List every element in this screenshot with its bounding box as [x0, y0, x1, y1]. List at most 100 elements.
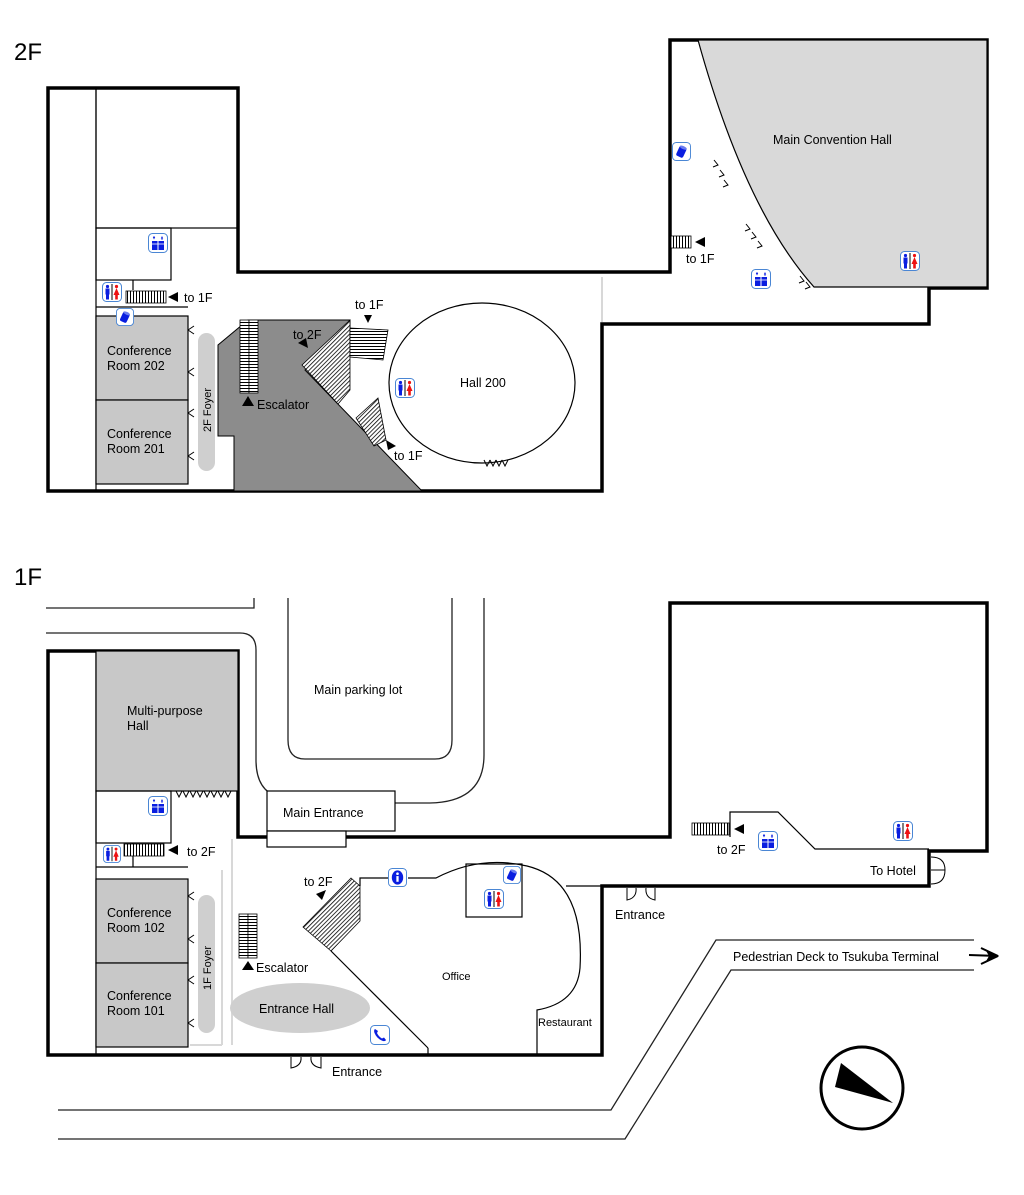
conference-room-102-label: Conference	[107, 906, 172, 920]
trash-can-icon	[672, 142, 691, 161]
foyer-2f-label: 2F Foyer	[202, 388, 214, 432]
main-convention-hall[interactable]	[697, 39, 988, 288]
main-convention-hall-label: Main Convention Hall	[773, 133, 892, 147]
arrow-to-1f-icon	[386, 440, 396, 450]
main-entrance-label: Main Entrance	[283, 806, 364, 820]
escalator-up-arrow-icon	[242, 961, 254, 970]
room-unnamed-2f	[95, 87, 239, 229]
elevator-icon	[758, 831, 778, 851]
stairs-2f-top-to-1f[interactable]	[349, 327, 389, 361]
building-outline-1f	[46, 601, 989, 1057]
main-entrance-canopy	[266, 830, 347, 848]
north-arrow-compass-icon	[819, 1045, 905, 1131]
restroom-icon	[395, 378, 415, 398]
to-2f-label-escalator: to 2F	[304, 875, 333, 889]
doors-main-convention-hall	[712, 159, 811, 290]
restroom-icon	[893, 821, 913, 841]
doors-conference-2f	[187, 325, 195, 461]
door-entrance-bottom[interactable]	[290, 1056, 322, 1069]
restroom-icon	[101, 282, 123, 302]
escalator-2f-left[interactable]	[239, 319, 250, 394]
trash-can-icon	[116, 308, 134, 326]
escalator-2f-right[interactable]	[248, 319, 259, 394]
doors-conference-1f	[187, 891, 195, 1028]
floor-label-1f: 1F	[14, 564, 42, 591]
elevator-icon	[148, 796, 168, 816]
conference-room-202-number: Room 202	[107, 359, 165, 373]
stairs-2f-left[interactable]	[125, 290, 167, 304]
escalator-up-arrow-icon	[242, 396, 254, 406]
main-entrance[interactable]	[266, 790, 396, 832]
conference-room-202[interactable]	[95, 315, 189, 401]
conference-room-101-number: Room 101	[107, 1004, 165, 1018]
to-hotel-label: To Hotel	[870, 864, 916, 878]
information-icon[interactable]	[388, 868, 407, 887]
telephone-icon[interactable]	[370, 1025, 390, 1045]
left-arrow-icon	[168, 845, 178, 855]
restroom-icon	[900, 251, 920, 271]
office-label: Office	[442, 971, 471, 983]
floor-1f: 1F Main parking lot Main Entrance Multi-…	[14, 564, 999, 1140]
doors-hall-200	[483, 459, 509, 468]
door-entrance-right[interactable]	[626, 887, 656, 901]
entrance-hall-label: Entrance Hall	[259, 1002, 334, 1016]
road-top	[46, 598, 255, 609]
conference-room-101[interactable]	[95, 962, 189, 1048]
pedestrian-deck-label: Pedestrian Deck to Tsukuba Terminal	[733, 950, 939, 964]
conference-room-201-number: Room 201	[107, 442, 165, 456]
stairs-1f-hatched[interactable]	[302, 877, 361, 952]
foyer-1f-label: 1F Foyer	[202, 946, 214, 990]
to-1f-label-hall-bottom: to 1F	[394, 449, 423, 463]
to-1f-label-hall-top: to 1F	[355, 298, 384, 312]
stairs-1f-right[interactable]	[691, 822, 730, 836]
pedestrian-deck-upper	[58, 939, 974, 1111]
floor-label-2f: 2F	[14, 39, 42, 66]
stairs-1f-left[interactable]	[123, 843, 165, 857]
conference-room-201-label: Conference	[107, 427, 172, 441]
arrow-to-2f-icon	[316, 890, 326, 900]
conference-room-101-label: Conference	[107, 989, 172, 1003]
multipurpose-hall[interactable]	[95, 650, 239, 792]
entrance-bottom-label: Entrance	[332, 1065, 382, 1079]
elevator-icon	[751, 269, 771, 289]
pedestrian-deck-lower	[58, 969, 974, 1140]
conference-room-102-number: Room 102	[107, 921, 165, 935]
right-corridor-wall	[729, 811, 929, 850]
entrance-right-label: Entrance	[615, 908, 665, 922]
escalator-1f-left[interactable]	[238, 913, 249, 959]
to-1f-label-main-hall: to 1F	[686, 252, 715, 266]
main-parking-lot-label: Main parking lot	[314, 683, 403, 697]
floor-2f: 2F Conference Room 202 Conference Room 2…	[14, 38, 989, 493]
restaurant-label: Restaurant	[538, 1017, 592, 1029]
escalator-label-2f: Escalator	[257, 398, 309, 412]
to-2f-label-2f: to 2F	[293, 328, 322, 342]
to-2f-label-left: to 2F	[187, 845, 216, 859]
to-1f-label-left: to 1F	[184, 291, 213, 305]
to-2f-label-right: to 2F	[717, 843, 746, 857]
multipurpose-hall-label-line2: Hall	[127, 719, 149, 733]
road-curve-left	[46, 632, 279, 798]
hall-200-label: Hall 200	[460, 376, 506, 390]
door-to-hotel[interactable]	[930, 856, 946, 885]
restroom-icon	[484, 889, 504, 909]
hall-200[interactable]	[388, 302, 576, 464]
doors-multipurpose-hall	[175, 790, 232, 799]
entrance-hall[interactable]	[230, 983, 370, 1033]
restroom-room-1f	[465, 863, 523, 918]
left-arrow-icon	[734, 824, 744, 834]
stairs-2f-hatched[interactable]	[301, 319, 351, 405]
trash-can-icon	[503, 866, 521, 884]
escalator-label-1f: Escalator	[256, 961, 308, 975]
conference-room-102[interactable]	[95, 878, 189, 964]
arrow-to-2f-icon	[298, 338, 308, 348]
multipurpose-hall-label: Multi-purpose	[127, 704, 203, 718]
down-arrow-icon	[364, 315, 372, 323]
parking-lot-outer	[395, 598, 485, 804]
stairs-2f-right[interactable]	[670, 235, 692, 249]
left-arrow-icon	[168, 292, 178, 302]
building-outline-2f	[46, 38, 989, 493]
conference-room-201[interactable]	[95, 399, 189, 485]
foyer-1f	[198, 895, 215, 1033]
escalator-1f-right[interactable]	[247, 913, 258, 959]
